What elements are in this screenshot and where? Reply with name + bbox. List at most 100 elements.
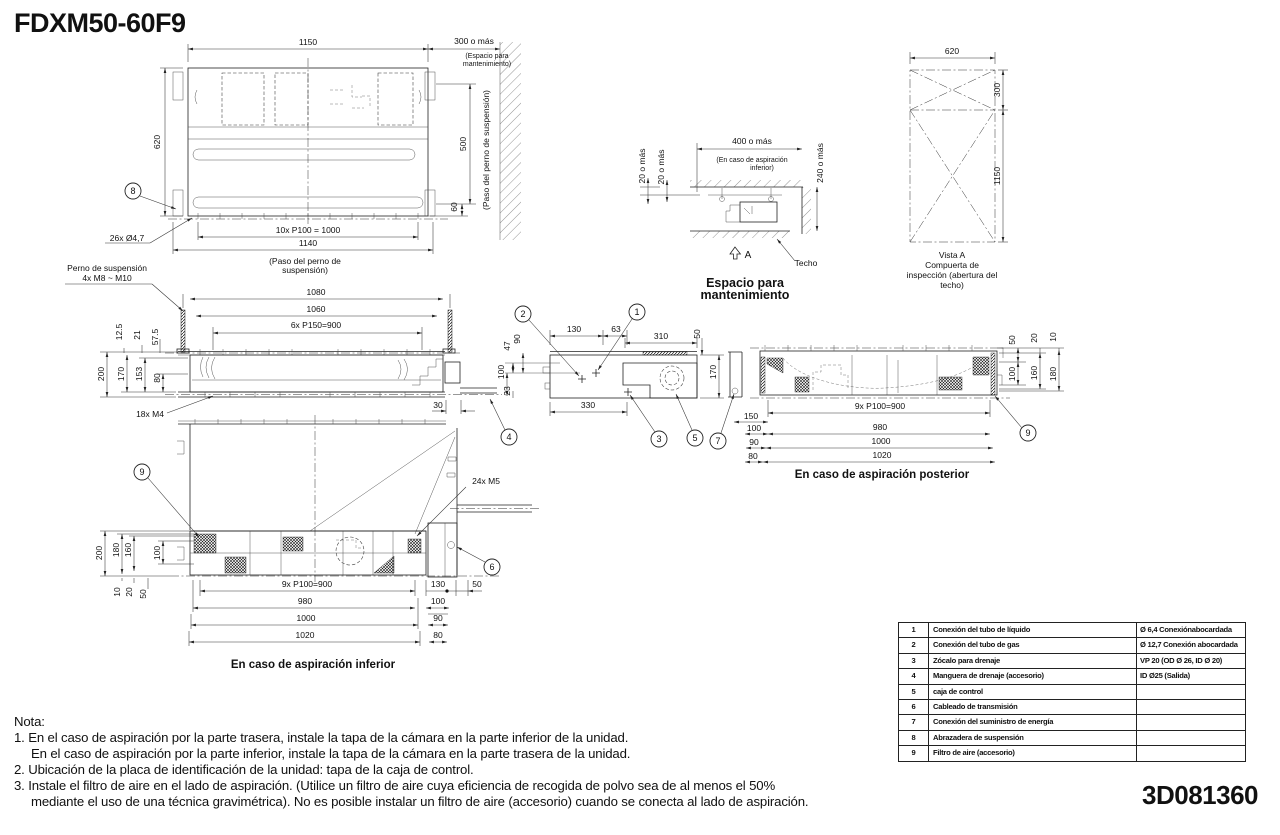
va-caption-1: Vista A: [939, 250, 966, 260]
iv-dim-200: 200: [94, 546, 104, 560]
maintenance-view: 400 o más (En caso de aspiración inferio…: [637, 136, 825, 302]
svg-text:9: 9: [1025, 428, 1030, 438]
document-number: 3D081360: [1142, 780, 1259, 810]
balloon-7: 7: [709, 393, 735, 450]
sv-dim-47: 47: [502, 341, 512, 351]
svg-text:9: 9: [139, 467, 144, 477]
pv-dim-r160: 160: [1029, 366, 1039, 380]
mv-dim-20-left: 20 o más: [637, 149, 647, 184]
mv-caption-2: mantenimiento: [701, 288, 790, 302]
balloon-9-inferior: 9: [133, 463, 200, 538]
fv-dim-1080: 1080: [307, 287, 326, 297]
balloon-8: 8: [124, 182, 177, 210]
svg-text:3: 3: [656, 434, 661, 444]
iv-caption: En caso de aspiración inferior: [231, 659, 396, 671]
pv-dim-r50: 50: [1007, 335, 1017, 345]
svg-text:5: 5: [692, 433, 697, 443]
pv-dim-150: 150: [744, 411, 758, 421]
svg-text:2: 2: [520, 309, 525, 319]
table-row: 1 Conexión del tubo de líquido Ø 6,4 Con…: [899, 623, 1245, 638]
fv-screws-label: 18x M4: [136, 409, 164, 419]
plan-dim-1150: 1150: [299, 37, 318, 47]
plan-clearance-note-1: (Espacio para: [465, 53, 508, 60]
va-caption-2: Compuerta de: [925, 260, 979, 270]
balloon-1: 1: [597, 303, 646, 371]
sv-dim-90: 90: [512, 334, 522, 344]
pv-caption: En caso de aspiración posterior: [795, 469, 970, 481]
susp-bolt-label-1: Perno de suspensión: [67, 263, 147, 273]
pv-dim-r20: 20: [1029, 333, 1039, 343]
iv-dim-100: 100: [152, 546, 162, 560]
table-row: 7 Conexión del suministro de energía: [899, 714, 1245, 730]
pv-dim-1020: 1020: [873, 450, 892, 460]
iv-dim-r50: 50: [472, 579, 482, 589]
sv-dim-130: 130: [567, 324, 581, 334]
iv-screws-label: 24x M5: [472, 476, 500, 486]
note-2: 2. Ubicación de la placa de identificaci…: [14, 762, 474, 777]
fv-dim-80: 80: [152, 373, 162, 383]
va-dim-620: 620: [945, 46, 959, 56]
iv-dim-r80: 80: [433, 630, 443, 640]
table-row: 4 Manguera de drenaje (accesorio) ID Ø25…: [899, 668, 1245, 684]
note-3a: 3. Instale el filtro de aire en el lado …: [14, 778, 776, 793]
va-caption-4: techo): [940, 280, 964, 290]
sv-dim-100: 100: [496, 365, 506, 379]
pv-dim-r100: 100: [1007, 367, 1017, 381]
note-1a: 1. En el caso de aspiración por la parte…: [14, 730, 629, 745]
pv-dim-r10: 10: [1048, 332, 1058, 342]
table-row: 3 Zócalo para drenaje VP 20 (OD Ø 26, ID…: [899, 652, 1245, 669]
plan-bolt-pass-1: (Paso del perno de: [269, 256, 341, 266]
svg-text:7: 7: [715, 436, 720, 446]
mv-dim-20-inner: 20 o más: [656, 150, 666, 185]
plan-clearance-note-2: mantenimiento): [463, 61, 511, 68]
balloon-9-posterior: 9: [994, 395, 1037, 442]
pv-pitch: 9x P100=900: [855, 401, 906, 411]
svg-text:1: 1: [634, 307, 639, 317]
iv-dim-r100: 100: [431, 596, 445, 606]
fv-dim-57-5: 57.5: [150, 328, 160, 345]
notes-block: Nota: 1. En el caso de aspiración por la…: [14, 714, 809, 810]
parts-table: 1 Conexión del tubo de líquido Ø 6,4 Con…: [898, 622, 1246, 762]
plan-bolt-pitch: 10x P100 = 1000: [276, 225, 341, 235]
plan-dim-620: 620: [152, 135, 162, 149]
side-view: 130 63 310 50 90 47 100 23 170: [496, 303, 724, 448]
model-title: FDXM50-60F9: [14, 8, 186, 38]
pv-dim-90: 90: [749, 437, 759, 447]
iv-dim-1020: 1020: [296, 630, 315, 640]
fv-dim-30: 30: [433, 400, 443, 410]
fv-dim-12-5: 12.5: [114, 323, 124, 340]
iv-dim-180: 180: [111, 543, 121, 557]
iv-pitch: 9x P100=900: [282, 579, 333, 589]
sv-dim-63: 63: [611, 324, 621, 334]
balloon-3: 3: [629, 394, 668, 448]
pv-dim-1000: 1000: [872, 436, 891, 446]
iv-dim-20: 20: [124, 587, 134, 597]
fv-dim-1060: 1060: [307, 304, 326, 314]
table-row: 8 Abrazadera de suspensión: [899, 729, 1245, 746]
sv-dim-23: 23: [502, 386, 512, 396]
iv-dim-160: 160: [123, 543, 133, 557]
plan-dim-500: 500: [458, 137, 468, 151]
note-3b: mediante el uso de una técnica gravimétr…: [31, 794, 809, 809]
iv-dim-1000: 1000: [297, 613, 316, 623]
iv-dim-50: 50: [138, 589, 148, 599]
balloon-4: 4: [489, 398, 518, 446]
iv-dim-10: 10: [112, 587, 122, 597]
svg-text:6: 6: [489, 562, 494, 572]
svg-text:8: 8: [130, 186, 135, 196]
view-a-arrow-icon: [729, 246, 742, 260]
mv-caption-1: Espacio para: [706, 276, 785, 290]
balloon-6: 6: [456, 546, 501, 576]
plan-dim-1140: 1140: [299, 238, 318, 248]
notes-heading: Nota:: [14, 714, 45, 729]
mv-case-note-2: inferior): [750, 165, 774, 172]
mv-case-note-1: (En caso de aspiración: [716, 157, 787, 164]
mv-view-arrow-label: A: [745, 250, 752, 261]
posterior-view: 9x P100=900 150 100 980 90 1000 80 1020: [709, 332, 1064, 481]
svg-text:4: 4: [506, 432, 511, 442]
fv-dim-153: 153: [134, 367, 144, 381]
mv-dim-240: 240 o más: [815, 143, 825, 183]
balloon-2: 2: [514, 305, 580, 377]
note-1b: En el caso de aspiración por la parte in…: [31, 746, 631, 761]
